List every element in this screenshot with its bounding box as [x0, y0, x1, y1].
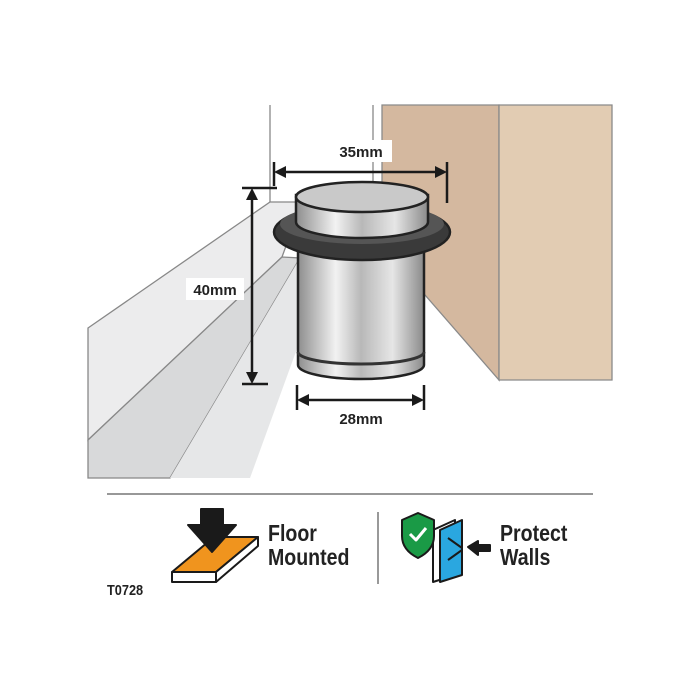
feature-floor-mounted: Floor Mounted — [268, 521, 349, 569]
protect-walls-icon — [401, 512, 491, 583]
dimension-height: 40mm — [193, 282, 236, 299]
feature-protect-walls: Protect Walls — [500, 521, 567, 569]
feature-label-line2: Walls — [500, 544, 551, 570]
floor-mount-icon — [171, 508, 259, 583]
label-bg — [330, 140, 392, 162]
product-code: T0728 — [107, 582, 144, 599]
dimension-top-diameter: 35mm — [339, 144, 382, 161]
feature-label-line2: Mounted — [268, 544, 350, 570]
dimension-base-diameter: 28mm — [339, 411, 382, 428]
skirting-board — [87, 201, 330, 479]
door-stop — [272, 180, 452, 381]
feature-label-line1: Protect — [500, 520, 568, 546]
feature-label-line1: Floor — [268, 520, 317, 546]
dimension-lines — [242, 162, 449, 410]
label-bg — [186, 278, 244, 300]
